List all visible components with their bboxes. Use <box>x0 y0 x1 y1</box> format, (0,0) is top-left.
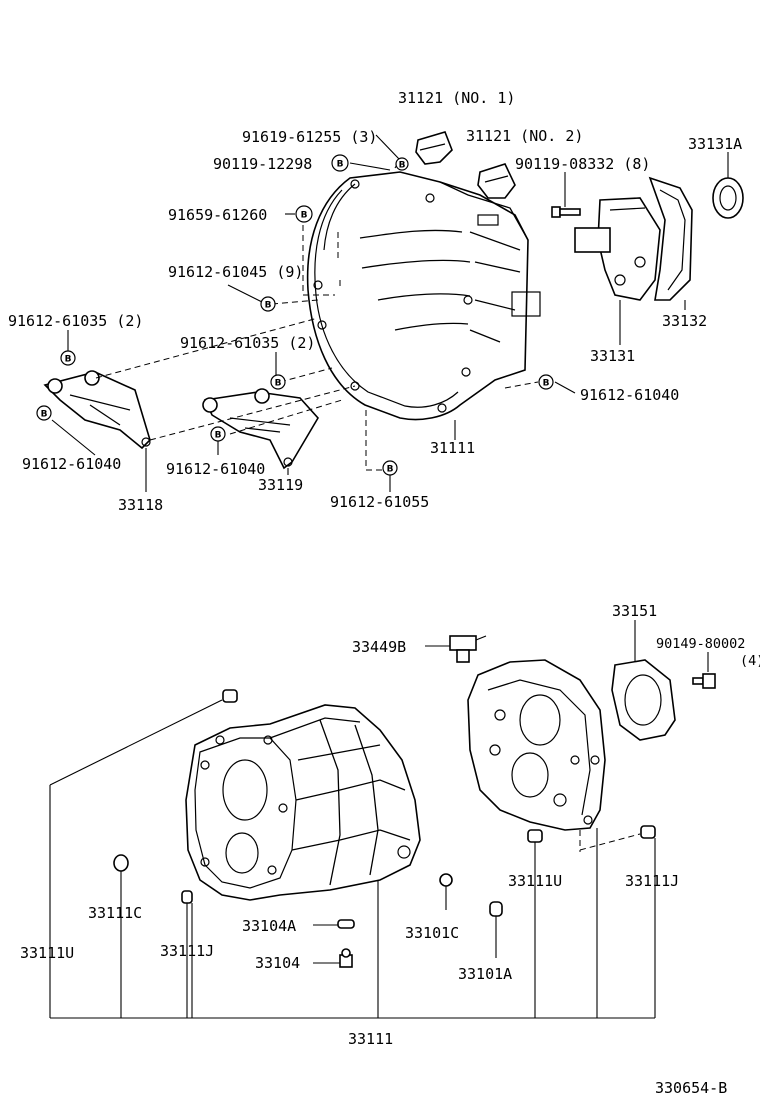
label-33104A: 33104A <box>242 917 296 935</box>
label-31121-no1: 31121 (NO. 1) <box>398 89 515 107</box>
label-33119: 33119 <box>258 476 303 494</box>
bolt-badge-icon: B <box>382 460 398 476</box>
bracket-33119 <box>202 388 319 470</box>
boot-31121-no2 <box>477 163 516 199</box>
bolt-badge-icon: B <box>395 157 409 171</box>
label-91612-61055: 91612-61055 <box>330 493 429 511</box>
label-33111U-right: 33111U <box>508 872 562 890</box>
label-33151: 33151 <box>612 602 657 620</box>
pin-33111C <box>113 854 129 872</box>
bolt-badge-icon: B <box>331 154 349 172</box>
svg-text:B: B <box>41 410 48 420</box>
label-90119-08332: 90119-08332 (8) <box>515 155 650 173</box>
plug-33104A <box>337 919 355 929</box>
label-33111: 33111 <box>348 1030 393 1048</box>
adaptor-housing <box>467 659 606 831</box>
bolt-badge-icon: B <box>295 205 313 223</box>
diagram-id-footer: 330654-B <box>655 1079 727 1097</box>
svg-text:B: B <box>301 211 308 221</box>
bolt-badge-icon: B <box>36 405 52 421</box>
label-91619-61255: 91619-61255 (3) <box>242 128 377 146</box>
oil-seal-33131A <box>712 177 744 219</box>
label-91612-61040-right: 91612-61040 <box>580 386 679 404</box>
label-33104: 33104 <box>255 954 300 972</box>
bolt-badge-icon: B <box>210 426 226 442</box>
plug-33104 <box>339 948 353 968</box>
label-33449B: 33449B <box>352 638 406 656</box>
pin-33111J-left <box>181 890 193 904</box>
label-91612-61040-left: 91612-61040 <box>22 455 121 473</box>
label-33111U-left: 33111U <box>20 944 74 962</box>
label-33101A: 33101A <box>458 965 512 983</box>
label-90119-12298: 90119-12298 <box>213 155 312 173</box>
label-90149-qty: (4) <box>740 653 760 669</box>
label-33111C: 33111C <box>88 904 142 922</box>
top-leaders <box>51 134 729 492</box>
label-91612-61045: 91612-61045 (9) <box>168 263 303 281</box>
svg-text:B: B <box>399 161 406 171</box>
label-91612-61035-mid: 91612-61035 (2) <box>180 334 315 352</box>
switch-33449B <box>449 635 487 663</box>
bolt-90149-80002 <box>692 673 716 689</box>
label-33131A: 33131A <box>688 135 742 153</box>
pin-33111U-left <box>222 689 238 703</box>
bearing-retainer-33131 <box>574 197 661 301</box>
bolt-badge-icon: B <box>60 350 76 366</box>
label-91612-61040-mid: 91612-61040 <box>166 460 265 478</box>
boot-31121-no1 <box>415 131 453 165</box>
label-91659-61260: 91659-61260 <box>168 206 267 224</box>
label-33111J-left: 33111J <box>160 942 214 960</box>
pin-33111U-right <box>527 829 543 843</box>
transmission-case-33111 <box>185 704 421 901</box>
label-31111: 31111 <box>430 439 475 457</box>
seal-33151 <box>611 659 676 741</box>
pin-33111J-right <box>640 825 656 839</box>
clutch-housing-31111 <box>306 171 541 421</box>
bolt-badge-icon: B <box>260 296 276 312</box>
svg-text:B: B <box>337 160 344 170</box>
label-33118: 33118 <box>118 496 163 514</box>
label-33132: 33132 <box>662 312 707 330</box>
bolt-badge-icon: B <box>538 374 554 390</box>
bottom-leaders <box>49 620 709 1019</box>
svg-text:B: B <box>65 355 72 365</box>
label-90149-80002: 90149-80002 <box>656 636 745 652</box>
svg-text:B: B <box>265 301 272 311</box>
top-dashed-leaders <box>95 225 539 471</box>
plug-33101C <box>439 873 453 887</box>
label-91612-61035-left: 91612-61035 (2) <box>8 312 143 330</box>
svg-text:B: B <box>387 465 394 475</box>
label-31121-no2: 31121 (NO. 2) <box>466 127 583 145</box>
bracket-33118 <box>43 370 151 450</box>
label-33111J-right: 33111J <box>625 872 679 890</box>
svg-text:B: B <box>543 379 550 389</box>
bolt-badge-icon: B <box>270 374 286 390</box>
label-33131: 33131 <box>590 347 635 365</box>
svg-text:B: B <box>215 431 222 441</box>
gasket-33132 <box>648 176 693 301</box>
plug-33101A <box>489 901 503 917</box>
label-33101C: 33101C <box>405 924 459 942</box>
svg-text:B: B <box>275 379 282 389</box>
bolt-90119-08332 <box>551 206 581 218</box>
